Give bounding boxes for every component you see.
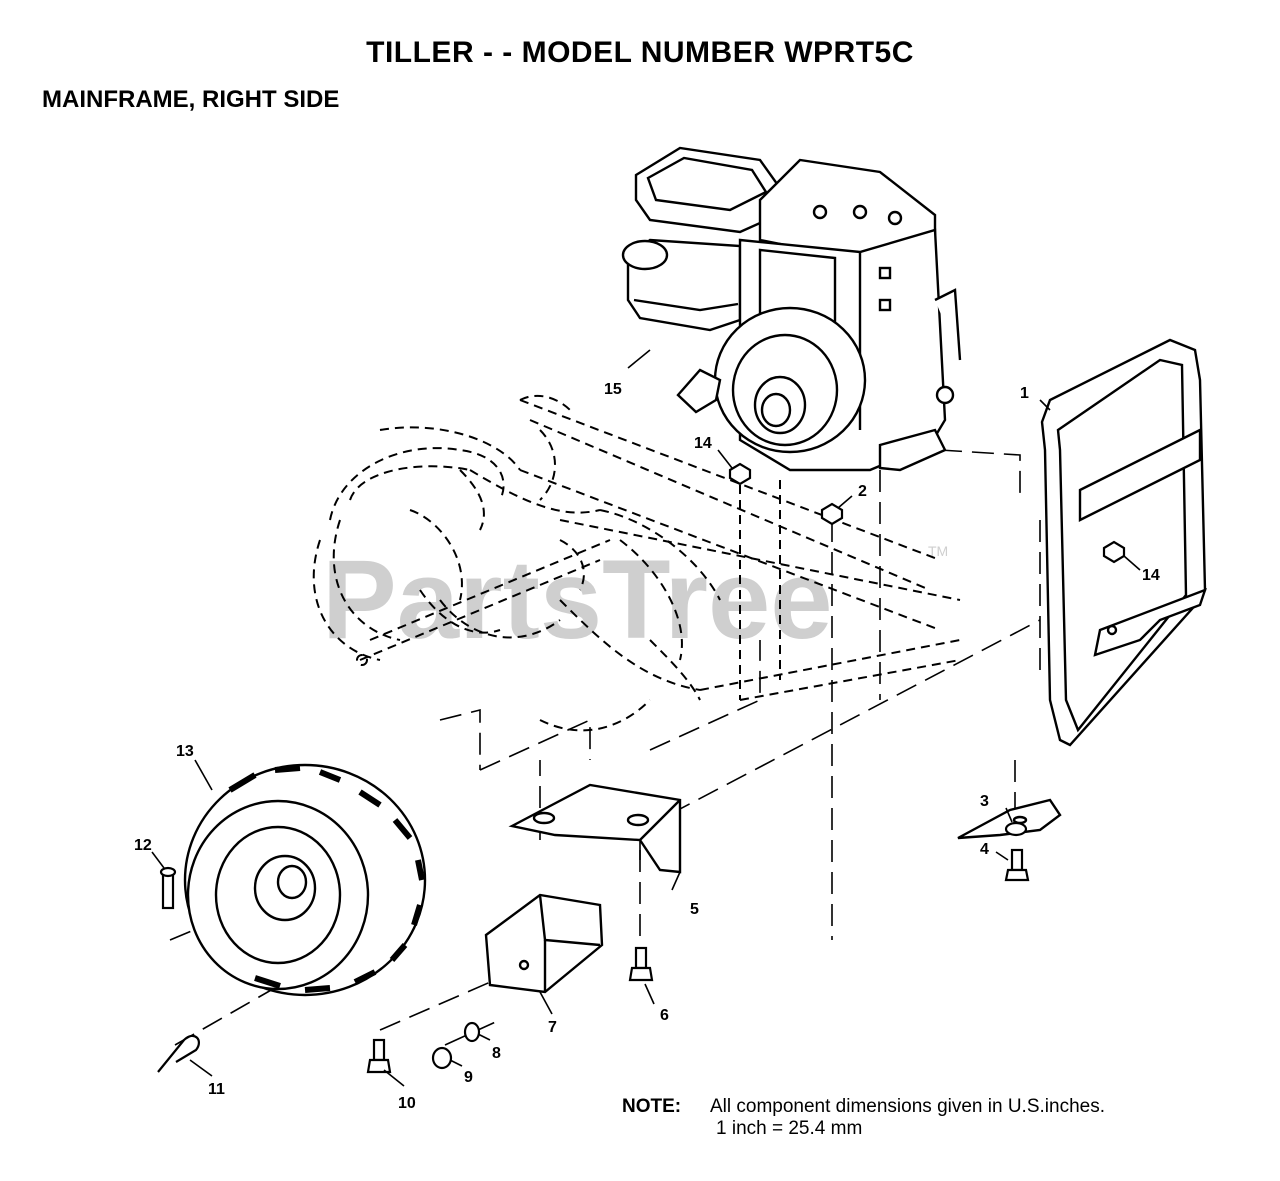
diagram-title: TILLER - - MODEL NUMBER WPRT5C — [366, 36, 914, 69]
note-label: NOTE: — [622, 1096, 682, 1117]
callout-leaders — [151, 349, 1141, 1087]
callout-14-engine: 14 — [694, 435, 712, 452]
callout-10: 10 — [398, 1095, 416, 1112]
note-line-2: 1 inch = 25.4 mm — [716, 1118, 863, 1139]
nut-14a-icon — [728, 462, 752, 486]
bumper-frame — [957, 338, 1207, 840]
callout-1: 1 — [1020, 385, 1029, 402]
section-subtitle: MAINFRAME, RIGHT SIDE — [42, 86, 340, 113]
mount-bracket — [508, 783, 682, 874]
callout-6: 6 — [660, 1007, 669, 1024]
clevis-pin-12-icon — [161, 870, 175, 910]
callout-13: 13 — [176, 743, 194, 760]
hardware-parts — [157, 462, 1126, 1074]
watermark-trademark: TM — [928, 543, 948, 559]
note-line-1: All component dimensions given in U.S.in… — [710, 1096, 1105, 1117]
wheel-tire — [183, 763, 427, 997]
callout-11: 11 — [208, 1081, 225, 1098]
callout-3: 3 — [980, 793, 989, 810]
callout-9: 9 — [464, 1069, 473, 1086]
nut-2-icon — [820, 502, 844, 526]
callout-15: 15 — [604, 381, 622, 398]
bolt-6-icon — [634, 946, 648, 970]
nut-14b-icon — [1102, 540, 1126, 564]
bolt-10-icon — [372, 1038, 386, 1062]
hairpin-clip-11-icon — [157, 1034, 200, 1073]
callout-7: 7 — [548, 1019, 557, 1036]
nut-9-icon — [431, 1046, 453, 1070]
bolt-4-icon — [1010, 848, 1024, 872]
dimension-note: NOTE: All component dimensions given in U… — [622, 1096, 1105, 1140]
callout-5: 5 — [690, 901, 699, 918]
engine — [621, 146, 962, 472]
dashed-tine-assembly — [312, 394, 961, 732]
callout-2: 2 — [858, 483, 867, 500]
callout-14-bumper: 14 — [1142, 567, 1160, 584]
hitch-block — [484, 893, 604, 994]
callout-4: 4 — [980, 841, 989, 858]
callout-8: 8 — [492, 1045, 501, 1062]
washer-3-icon — [1004, 821, 1028, 837]
callout-12: 12 — [134, 837, 152, 854]
washer-8-icon — [463, 1021, 481, 1043]
